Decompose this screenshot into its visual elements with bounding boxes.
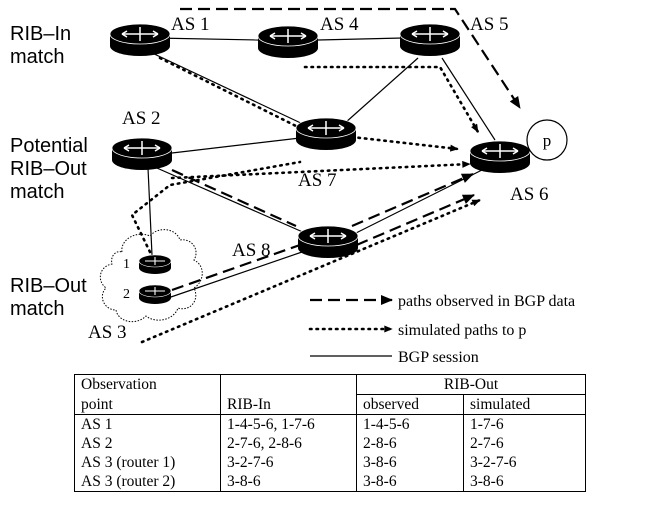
- header-observation-line2: point: [74, 394, 221, 415]
- label-as4: AS 4: [320, 14, 359, 35]
- observed-path-3-8-6-b: [339, 193, 475, 254]
- header-observed: observed: [356, 394, 464, 415]
- simulated-path-3-8-6: [140, 198, 482, 344]
- label-as2: AS 2: [122, 108, 161, 129]
- cell-ribin: 1-4-5-6, 1-7-6: [220, 414, 357, 434]
- bgp-sessions: [147, 37, 496, 299]
- observation-table: Observation RIB-Out point RIB-In observe…: [74, 374, 586, 492]
- router-as5: [399, 23, 461, 56]
- session-as2-as7: [171, 137, 301, 154]
- simulated-path-2-7-6: [170, 160, 472, 180]
- router-as1: [109, 23, 171, 56]
- router-as2: [111, 137, 173, 170]
- table-row: AS 2 2-7-6, 2-8-6 2-8-6 2-7-6: [74, 434, 586, 453]
- session-as1-as4: [154, 37, 259, 41]
- simulated-path-1-7-6: [158, 56, 302, 130]
- simulated-paths: [130, 56, 482, 344]
- ribout-match-line2: match: [10, 298, 64, 320]
- session-as5-as6: [441, 57, 496, 141]
- legend-solid-label: BGP session: [398, 349, 479, 366]
- cell-simulated: 1-7-6: [463, 414, 586, 434]
- router-as6: [469, 140, 531, 173]
- observed-path-1-4-5-6: [180, 7, 521, 109]
- ribin-match-line1: RIB–In: [10, 23, 71, 45]
- cell-simulated: 2-7-6: [463, 434, 586, 453]
- observation-table-wrap: Observation RIB-Out point RIB-In observe…: [74, 374, 586, 492]
- router-as4: [257, 25, 319, 58]
- session-as5-as7: [344, 57, 419, 124]
- label-router-2: 2: [123, 287, 130, 302]
- router-as7: [295, 117, 357, 150]
- simulated-path-1-4-5-6: [303, 65, 480, 134]
- legend: paths observed in BGP data simulated pat…: [308, 293, 575, 366]
- label-as5: AS 5: [470, 14, 509, 35]
- ribout-match-line1: RIB–Out: [10, 275, 87, 297]
- header-ribin-blank: [220, 374, 357, 395]
- ribin-match-line2: match: [10, 46, 64, 68]
- session-as1-as7: [149, 51, 306, 126]
- observed-path-8-6: [351, 172, 474, 228]
- cell-ribin: 3-8-6: [220, 472, 357, 492]
- session-as4-as5: [317, 37, 404, 41]
- cell-point: AS 3 (router 2): [74, 472, 221, 492]
- header-ribin: RIB-In: [220, 394, 357, 415]
- session-router2-as8: [167, 251, 303, 299]
- cell-ribin: 3-2-7-6: [220, 453, 357, 472]
- label-as7: AS 7: [298, 170, 337, 191]
- legend-dotted-label: simulated paths to p: [398, 322, 526, 339]
- cell-observed: 1-4-5-6: [356, 414, 464, 434]
- simulated-path-3-2-7-6: [130, 160, 302, 254]
- label-as6: AS 6: [510, 184, 549, 205]
- label-as1: AS 1: [171, 14, 210, 35]
- observed-path-2-8-6: [171, 168, 297, 228]
- cell-point: AS 1: [74, 414, 221, 434]
- cell-observed: 2-8-6: [356, 434, 464, 453]
- prefix-node: [526, 119, 568, 161]
- router-as8: [297, 225, 359, 258]
- table-row: AS 3 (router 2) 3-8-6 3-8-6 3-8-6: [74, 472, 586, 492]
- cell-point: AS 3 (router 1): [74, 453, 221, 472]
- cell-observed: 3-8-6: [356, 453, 464, 472]
- observed-path-3-8-6-a: [171, 243, 301, 292]
- cell-ribin: 2-7-6, 2-8-6: [220, 434, 357, 453]
- table-row: AS 1 1-4-5-6, 1-7-6 1-4-5-6 1-7-6: [74, 414, 586, 434]
- label-as3: AS 3: [88, 322, 127, 343]
- as3-cloud: [99, 229, 203, 323]
- label-router-1: 1: [123, 257, 130, 272]
- potential-ribout-line2: RIB–Out: [10, 158, 87, 180]
- label-as8: AS 8: [232, 240, 271, 261]
- header-simulated: simulated: [463, 394, 586, 415]
- legend-dashed-label: paths observed in BGP data: [398, 293, 575, 310]
- table-row: AS 3 (router 1) 3-2-7-6 3-8-6 3-2-7-6: [74, 453, 586, 472]
- cell-simulated: 3-2-7-6: [463, 453, 586, 472]
- simulated-path-7-6: [350, 135, 460, 152]
- session-as2-as8: [149, 164, 306, 234]
- potential-ribout-line3: match: [10, 181, 64, 203]
- cell-observed: 3-8-6: [356, 472, 464, 492]
- cell-point: AS 2: [74, 434, 221, 453]
- router-as3-1: [138, 254, 172, 274]
- session-as2-router1: [147, 167, 153, 256]
- potential-ribout-line1: Potential: [10, 135, 88, 157]
- prefix-label: p: [543, 131, 552, 150]
- header-observation-line1: Observation: [74, 374, 221, 395]
- observed-paths: [171, 7, 521, 292]
- router-as3-2: [138, 284, 172, 304]
- cell-simulated: 3-8-6: [463, 472, 586, 492]
- header-ribout: RIB-Out: [356, 374, 586, 395]
